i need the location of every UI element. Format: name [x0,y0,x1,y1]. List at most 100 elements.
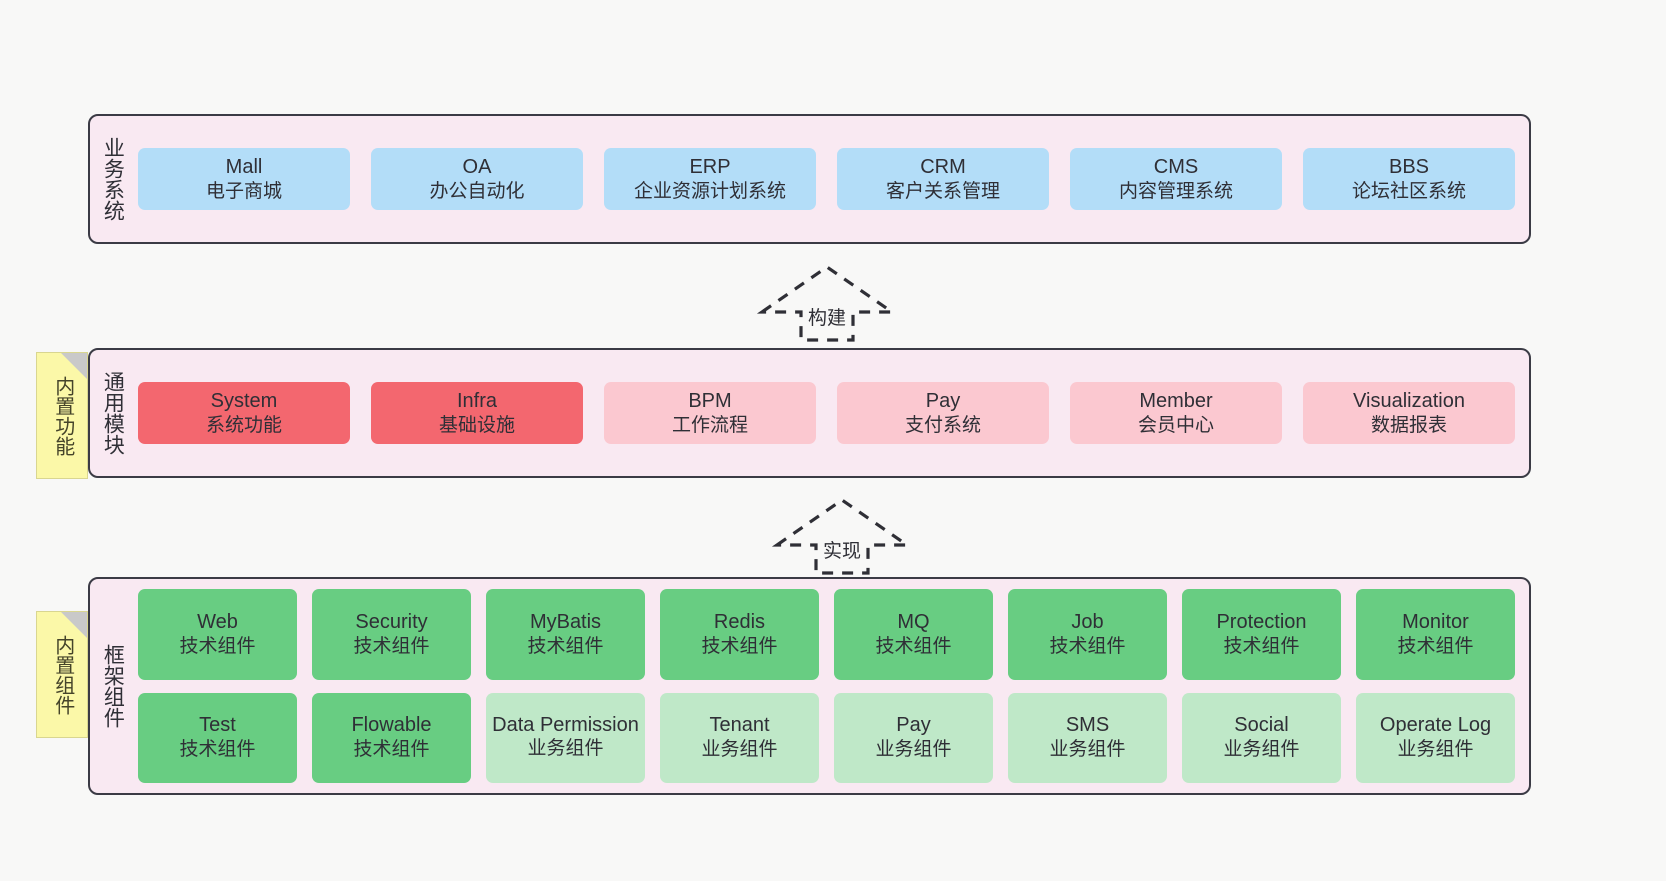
card-subtitle: 技术组件 [353,739,430,761]
card-title: Member [1139,389,1213,412]
card-subtitle: 基础设施 [438,414,515,436]
layer-body-framework-component: Web 技术组件 Security 技术组件 MyBatis 技术组件 Redi… [134,579,1529,793]
card-subtitle: 技术组件 [527,635,604,657]
card-subtitle: 客户关系管理 [885,180,1000,202]
card-operate-log[interactable]: Operate Log 业务组件 [1356,692,1515,783]
card-title: Social [1234,714,1289,737]
card-title: Flowable [351,714,432,737]
card-protection[interactable]: Protection 技术组件 [1182,589,1341,680]
card-pay[interactable]: Pay 支付系统 [837,381,1049,445]
card-title: Monitor [1402,610,1469,633]
card-subtitle: 技术组件 [353,635,430,657]
card-title: Redis [713,610,766,633]
card-title: Infra [456,389,498,412]
card-title: Web [197,610,238,633]
layer-business-system: 业务系统 Mall 电子商城 OA 办公自动化 ERP 企业资源计划系统 CRM… [88,114,1531,244]
card-subtitle: 技术组件 [179,635,256,657]
card-subtitle: 内容管理系统 [1118,180,1233,202]
card-title: Operate Log [1379,714,1492,737]
card-row: System 系统功能 Infra 基础设施 BPM 工作流程 Pay 支付系统… [138,381,1515,445]
card-pay-business[interactable]: Pay 业务组件 [834,692,993,783]
card-subtitle: 技术组件 [1397,635,1474,657]
card-title: Protection [1216,610,1307,633]
card-title: BPM [688,389,732,412]
layer-body-common-module: System 系统功能 Infra 基础设施 BPM 工作流程 Pay 支付系统… [134,350,1529,476]
card-subtitle: 技术组件 [701,635,778,657]
card-web[interactable]: Web 技术组件 [138,589,297,680]
card-job[interactable]: Job 技术组件 [1008,589,1167,680]
card-subtitle: 工作流程 [671,414,748,436]
card-title: System [210,389,278,412]
card-test[interactable]: Test 技术组件 [138,692,297,783]
card-subtitle: 业务组件 [875,739,952,761]
layer-label-framework-component: 框架组件 [101,644,125,728]
card-title: Pay [925,389,961,412]
card-row: Mall 电子商城 OA 办公自动化 ERP 企业资源计划系统 CRM 客户关系… [138,147,1515,211]
layer-label-common-module: 通用模块 [101,371,125,455]
card-title: Visualization [1353,389,1465,412]
card-member[interactable]: Member 会员中心 [1070,381,1282,445]
card-title: CRM [920,155,966,178]
layer-framework-component: 框架组件 Web 技术组件 Security 技术组件 MyBatis 技术组件… [88,577,1531,795]
card-title: MQ [897,610,930,633]
sticky-note-builtin-function: 内置功能 [36,352,88,479]
card-social[interactable]: Social 业务组件 [1182,692,1341,783]
layer-label-business-system: 业务系统 [101,137,125,221]
card-erp[interactable]: ERP 企业资源计划系统 [604,147,816,211]
card-subtitle: 业务组件 [1223,739,1300,761]
card-row: Test 技术组件 Flowable 技术组件 Data Permission … [138,692,1515,783]
card-visualization[interactable]: Visualization 数据报表 [1303,381,1515,445]
card-monitor[interactable]: Monitor 技术组件 [1356,589,1515,680]
card-subtitle: 企业资源计划系统 [633,180,786,202]
card-title: Test [199,714,236,737]
card-row: Web 技术组件 Security 技术组件 MyBatis 技术组件 Redi… [138,589,1515,680]
card-title: OA [462,155,492,178]
card-tenant[interactable]: Tenant 业务组件 [660,692,819,783]
card-infra[interactable]: Infra 基础设施 [371,381,583,445]
card-title: Data Permission [492,714,639,737]
card-subtitle: 电子商城 [205,180,282,202]
card-subtitle: 技术组件 [875,635,952,657]
layer-body-business-system: Mall 电子商城 OA 办公自动化 ERP 企业资源计划系统 CRM 客户关系… [134,116,1529,242]
card-title: SMS [1065,714,1110,737]
note-fold-corner-icon [61,353,87,379]
card-bpm[interactable]: BPM 工作流程 [604,381,816,445]
sticky-note-builtin-component: 内置组件 [36,611,88,738]
card-crm[interactable]: CRM 客户关系管理 [837,147,1049,211]
arrow-build-label: 构建 [804,303,850,330]
card-subtitle: 业务组件 [1049,739,1126,761]
card-subtitle: 支付系统 [904,414,981,436]
card-subtitle: 技术组件 [1223,635,1300,657]
card-oa[interactable]: OA 办公自动化 [371,147,583,211]
card-subtitle: 业务组件 [701,739,778,761]
card-bbs[interactable]: BBS 论坛社区系统 [1303,147,1515,211]
card-subtitle: 业务组件 [527,737,604,759]
card-cms[interactable]: CMS 内容管理系统 [1070,147,1282,211]
card-title: Pay [896,714,931,737]
card-sms[interactable]: SMS 业务组件 [1008,692,1167,783]
note-label: 内置组件 [51,634,74,715]
card-system[interactable]: System 系统功能 [138,381,350,445]
card-subtitle: 系统功能 [205,414,282,436]
arrow-implement-label: 实现 [819,536,865,563]
note-fold-corner-icon [61,612,87,638]
card-title: Security [355,610,428,633]
card-redis[interactable]: Redis 技术组件 [660,589,819,680]
card-title: ERP [689,155,731,178]
layer-common-module: 通用模块 System 系统功能 Infra 基础设施 BPM 工作流程 Pay… [88,348,1531,478]
card-title: CMS [1153,155,1199,178]
card-subtitle: 业务组件 [1397,739,1474,761]
card-subtitle: 论坛社区系统 [1351,180,1466,202]
card-mybatis[interactable]: MyBatis 技术组件 [486,589,645,680]
card-subtitle: 技术组件 [1049,635,1126,657]
card-mall[interactable]: Mall 电子商城 [138,147,350,211]
card-security[interactable]: Security 技术组件 [312,589,471,680]
card-subtitle: 会员中心 [1137,414,1214,436]
card-title: Mall [225,155,263,178]
arrow-implement: 实现 [771,495,913,575]
card-subtitle: 技术组件 [179,739,256,761]
arrow-build: 构建 [756,262,898,342]
card-data-permission[interactable]: Data Permission 业务组件 [486,692,645,783]
card-mq[interactable]: MQ 技术组件 [834,589,993,680]
card-flowable[interactable]: Flowable 技术组件 [312,692,471,783]
